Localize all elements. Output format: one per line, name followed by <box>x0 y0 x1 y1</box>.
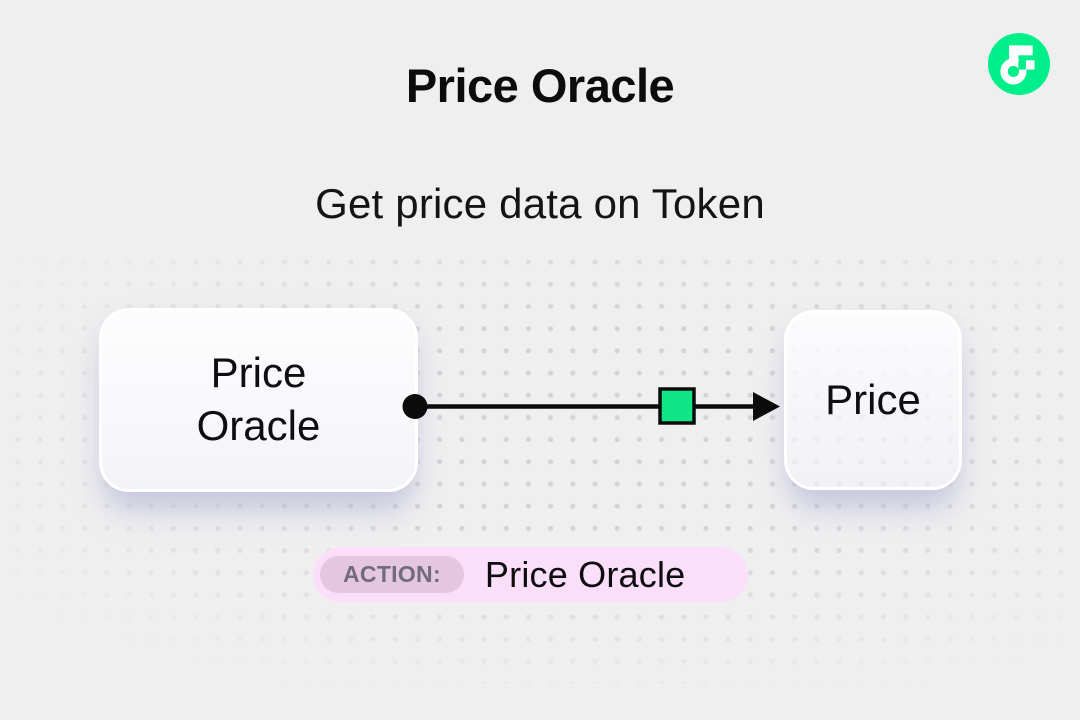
page-title: Price Oracle <box>405 59 675 112</box>
page-subtitle: Get price data on Token <box>315 180 765 227</box>
action-label: Price Oracle <box>484 553 686 595</box>
node-label-line: Oracle <box>196 402 321 449</box>
node-price-oracle: Price Oracle <box>99 308 418 492</box>
node-price-label: Price <box>825 375 921 423</box>
node-price-oracle-label: Price Oracle <box>197 347 321 453</box>
flow-logo-icon <box>988 33 1050 95</box>
action-badge: ACTION: <box>320 556 464 593</box>
action-pill: ACTION: Price Oracle <box>313 547 748 602</box>
node-price: Price <box>784 310 962 490</box>
node-label-line: Price <box>210 349 307 397</box>
